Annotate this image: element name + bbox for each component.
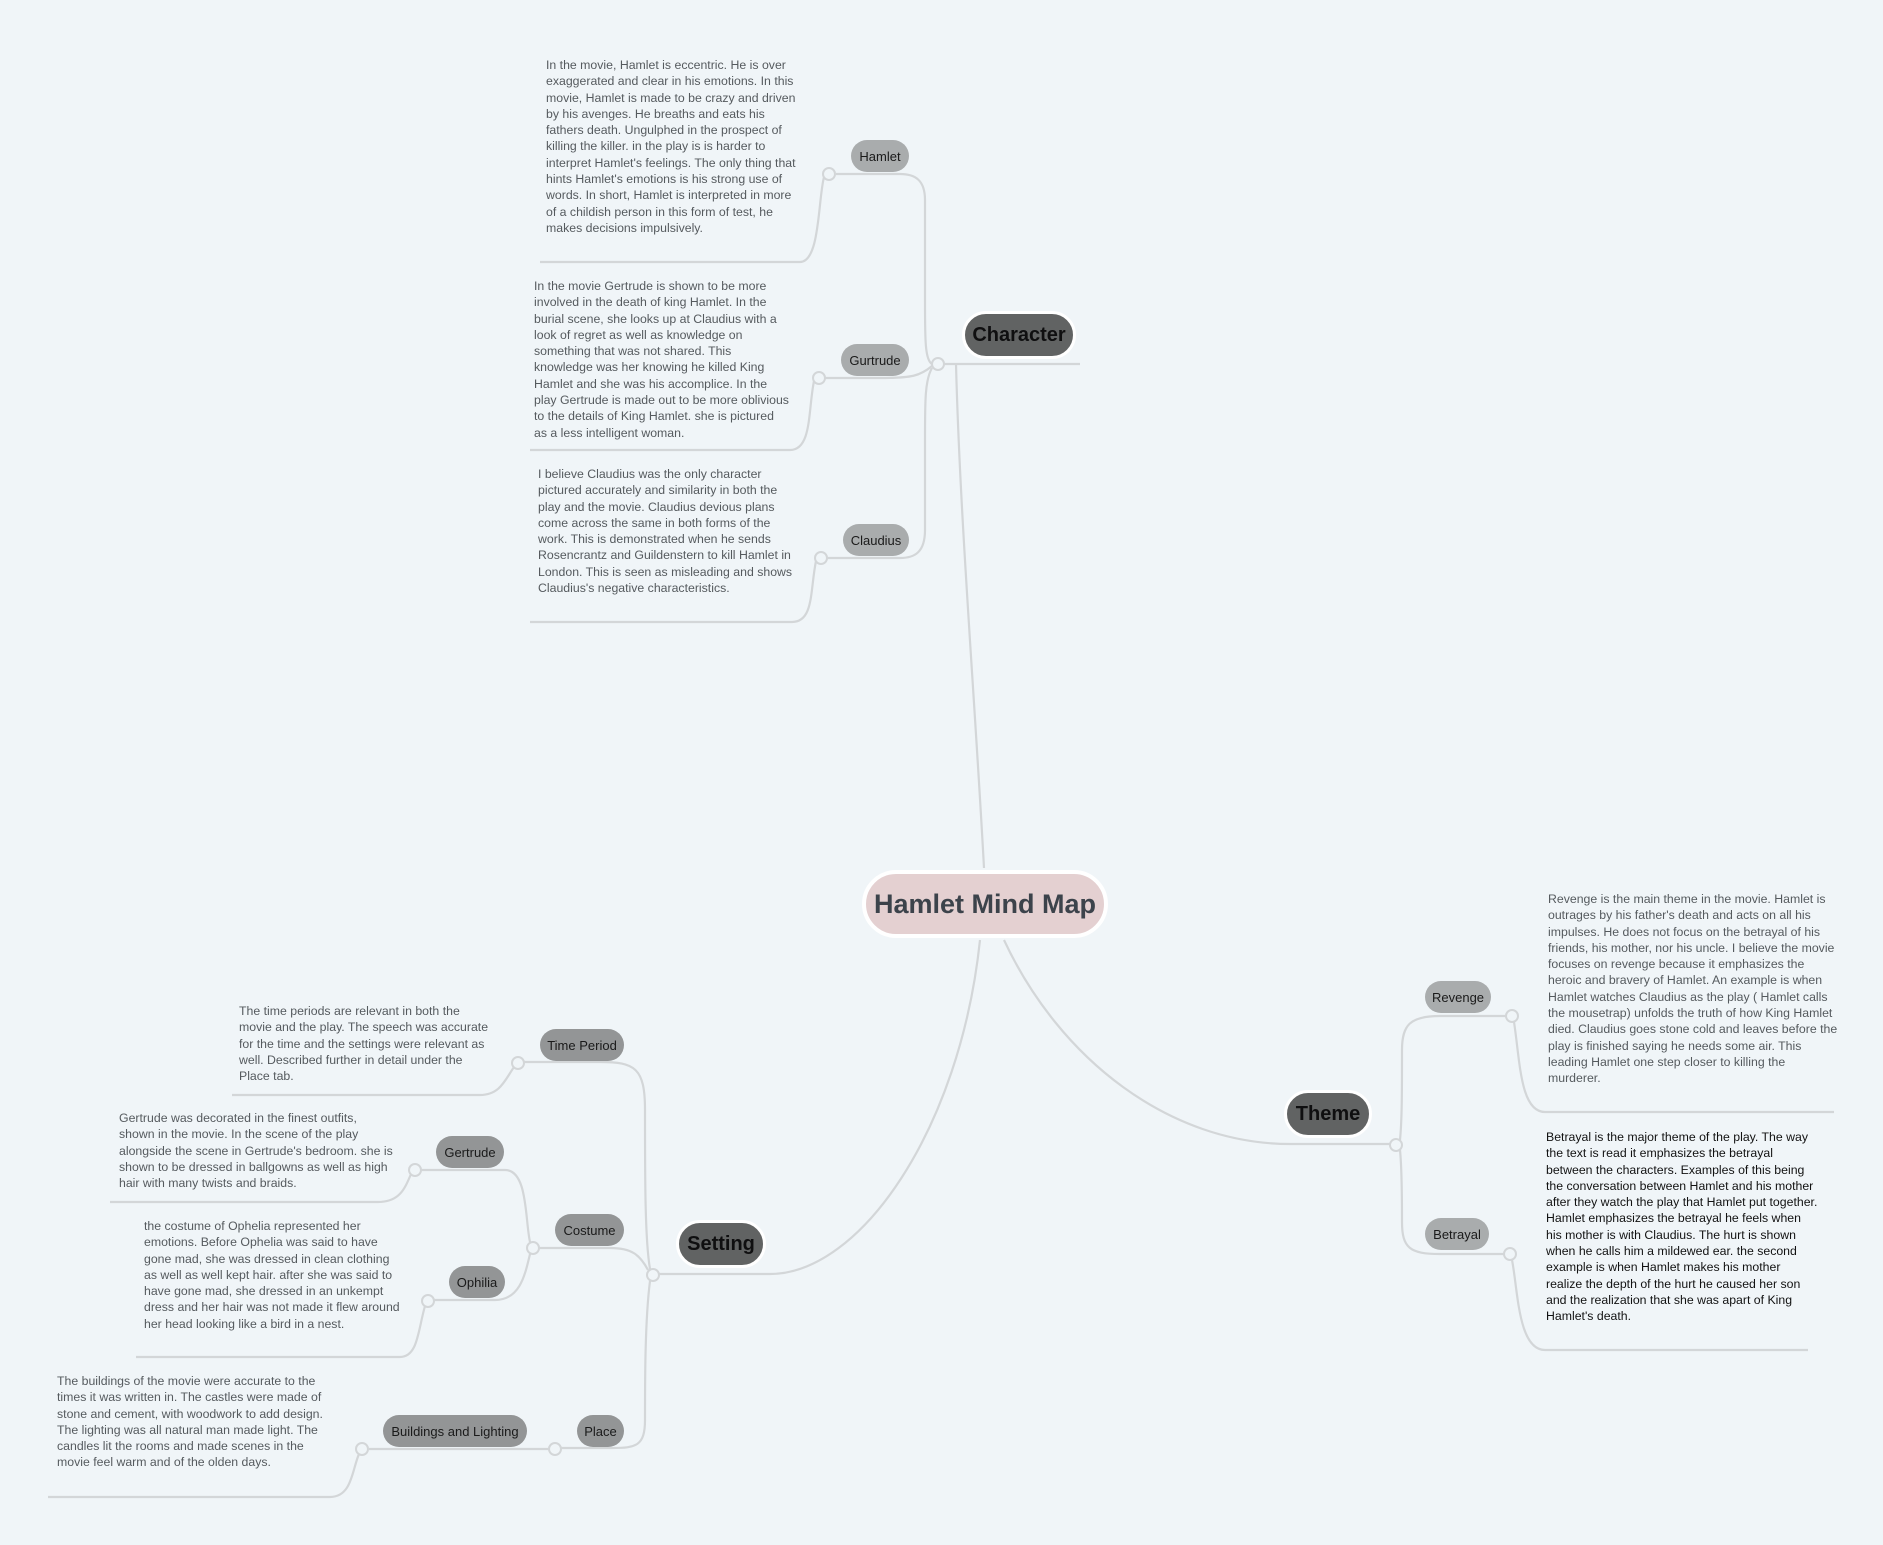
note-ophilia: the costume of Ophelia represented her e… bbox=[144, 1219, 400, 1331]
topic-theme-label: Theme bbox=[1295, 1102, 1361, 1125]
topic-setting[interactable]: Setting bbox=[676, 1220, 766, 1268]
subtopic-time-period[interactable]: Time Period bbox=[540, 1029, 624, 1061]
subtopic-revenge[interactable]: Revenge bbox=[1425, 981, 1491, 1013]
subtopic-gertrude-costume[interactable]: Gertrude bbox=[436, 1136, 504, 1168]
topic-character-label: Character bbox=[972, 323, 1066, 346]
subtopic-buildings-and-lighting-label: Buildings and Lighting bbox=[391, 1423, 519, 1439]
subtopic-place-label: Place bbox=[584, 1423, 617, 1439]
subtopic-betrayal[interactable]: Betrayal bbox=[1425, 1218, 1489, 1250]
note-time-period: The time periods are relevant in both th… bbox=[239, 1004, 489, 1084]
subtopic-betrayal-label: Betrayal bbox=[1433, 1226, 1481, 1242]
note-gertrude-costume: Gertrude was decorated in the finest out… bbox=[119, 1111, 393, 1191]
subtopic-gurtrude[interactable]: Gurtrude bbox=[841, 344, 909, 376]
note-claudius: I believe Claudius was the only characte… bbox=[538, 467, 793, 596]
topic-theme[interactable]: Theme bbox=[1284, 1090, 1372, 1138]
subtopic-revenge-label: Revenge bbox=[1431, 989, 1485, 1005]
note-buildings-and-lighting: The buildings of the movie were accurate… bbox=[57, 1374, 323, 1470]
subtopic-place[interactable]: Place bbox=[577, 1415, 624, 1447]
subtopic-time-period-label: Time Period bbox=[547, 1037, 617, 1053]
root-topic[interactable]: Hamlet Mind Map bbox=[862, 870, 1108, 938]
root-topic-label: Hamlet Mind Map bbox=[873, 888, 1096, 919]
note-betrayal: Betrayal is the major theme of the play.… bbox=[1546, 1130, 1818, 1324]
note-revenge: Revenge is the main theme in the movie. … bbox=[1548, 892, 1838, 1086]
subtopic-gurtrude-label: Gurtrude bbox=[849, 352, 901, 368]
note-hamlet: In the movie, Hamlet is eccentric. He is… bbox=[546, 58, 796, 235]
topic-character[interactable]: Character bbox=[962, 311, 1076, 359]
subtopic-hamlet-label: Hamlet bbox=[859, 148, 901, 164]
subtopic-ophilia[interactable]: Ophilia bbox=[449, 1266, 505, 1298]
subtopic-costume-label: Costume bbox=[563, 1222, 616, 1238]
subtopic-gertrude-costume-label: Gertrude bbox=[444, 1144, 496, 1160]
subtopic-claudius[interactable]: Claudius bbox=[843, 524, 909, 556]
note-gurtrude: In the movie Gertrude is shown to be mor… bbox=[534, 279, 789, 440]
subtopic-claudius-label: Claudius bbox=[850, 532, 902, 548]
topic-setting-label: Setting bbox=[687, 1232, 755, 1255]
subtopic-buildings-and-lighting[interactable]: Buildings and Lighting bbox=[383, 1415, 527, 1447]
subtopic-costume[interactable]: Costume bbox=[555, 1214, 624, 1246]
subtopic-hamlet[interactable]: Hamlet bbox=[851, 140, 909, 172]
subtopic-ophilia-label: Ophilia bbox=[456, 1274, 498, 1290]
